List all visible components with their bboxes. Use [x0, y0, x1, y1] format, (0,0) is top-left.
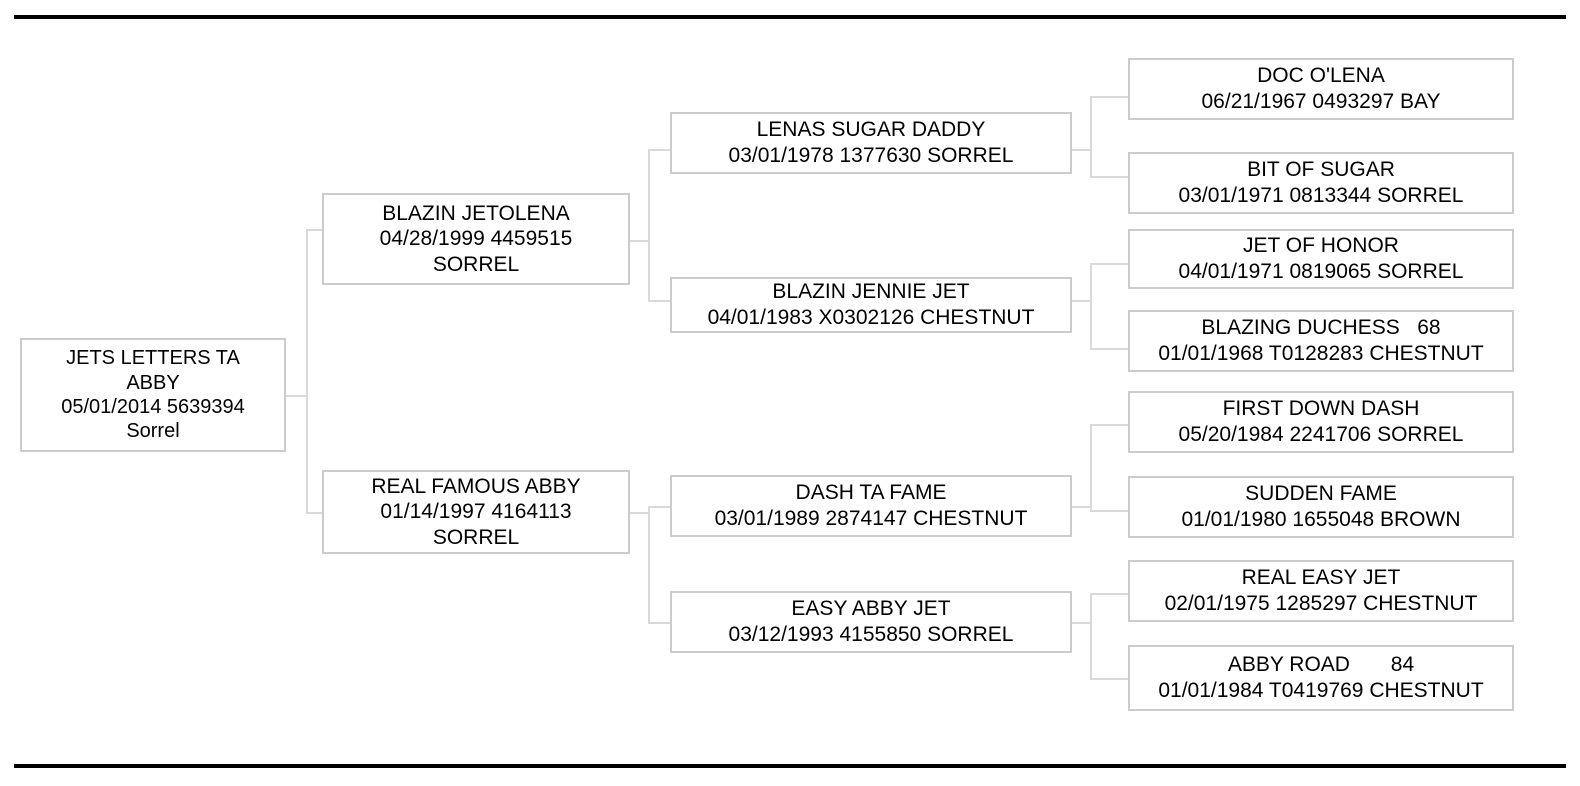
pedigree-node-g3-4[interactable]: BLAZING DUCHESS 68 01/01/1968 T0128283 C… — [1128, 310, 1514, 372]
node-name: LENAS SUGAR DADDY — [756, 118, 986, 142]
connector-g2a-to-dam — [1090, 176, 1128, 178]
connector-g1b-stem — [628, 512, 650, 514]
node-details: 01/01/1980 1655048 BROWN — [1181, 508, 1461, 531]
bottom-rule — [14, 764, 1566, 768]
connector-g2c-to-sire — [1090, 424, 1128, 426]
node-name: FIRST DOWN DASH — [1222, 397, 1420, 421]
node-details: 04/01/1983 X0302126 CHESTNUT — [707, 306, 1035, 329]
pedigree-node-sire-sire[interactable]: LENAS SUGAR DADDY 03/01/1978 1377630 SOR… — [670, 112, 1072, 174]
connector-subject-stem — [286, 395, 308, 397]
node-color: SORREL — [432, 252, 520, 276]
pedigree-node-g3-1[interactable]: DOC O'LENA 06/21/1967 0493297 BAY — [1128, 58, 1514, 120]
node-details: 05/01/2014 5639394 — [61, 396, 245, 418]
connector-g2c-bus — [1090, 425, 1092, 511]
node-name: REAL FAMOUS ABBY — [371, 474, 581, 498]
connector-g2d-to-sire — [1090, 593, 1128, 595]
pedigree-node-g3-8[interactable]: ABBY ROAD 84 01/01/1984 T0419769 CHESTNU… — [1128, 645, 1514, 711]
pedigree-node-subject[interactable]: JETS LETTERS TA ABBY 05/01/2014 5639394 … — [20, 338, 286, 452]
node-name: REAL EASY JET — [1241, 566, 1401, 590]
node-details: 04/28/1999 4459515 — [379, 227, 573, 251]
connector-g1a-to-dam — [648, 300, 672, 302]
node-details: 02/01/1975 1285297 CHESTNUT — [1164, 592, 1478, 615]
node-details: 01/01/1968 T0128283 CHESTNUT — [1158, 342, 1484, 365]
node-details: 03/01/1989 2874147 CHESTNUT — [714, 507, 1028, 530]
connector-g2a-bus — [1090, 97, 1092, 177]
pedigree-node-dam[interactable]: REAL FAMOUS ABBY 01/14/1997 4164113 SORR… — [322, 470, 630, 554]
connector-g2b-bus — [1090, 264, 1092, 349]
connector-subject-to-dam — [306, 512, 330, 514]
pedigree-node-g3-3[interactable]: JET OF HONOR 04/01/1971 0819065 SORREL — [1128, 229, 1514, 289]
node-details: 04/01/1971 0819065 SORREL — [1178, 260, 1464, 283]
connector-g2c-stem — [1070, 506, 1092, 508]
node-details: 03/01/1978 1377630 SORREL — [728, 144, 1014, 167]
pedigree-node-dam-dam[interactable]: EASY ABBY JET 03/12/1993 4155850 SORREL — [670, 591, 1072, 653]
connector-g2a-stem — [1070, 149, 1092, 151]
connector-g2b-stem — [1070, 300, 1092, 302]
pedigree-node-sire[interactable]: BLAZIN JETOLENA 04/28/1999 4459515 SORRE… — [322, 193, 630, 285]
node-name: BLAZIN JETOLENA — [382, 201, 570, 225]
pedigree-node-g3-5[interactable]: FIRST DOWN DASH 05/20/1984 2241706 SORRE… — [1128, 391, 1514, 453]
connector-g2b-to-sire — [1090, 263, 1128, 265]
connector-g2b-to-dam — [1090, 348, 1128, 350]
connector-subject-to-sire — [306, 229, 330, 231]
node-name: JETS LETTERS TA — [66, 347, 240, 370]
node-color: SORREL — [432, 525, 520, 549]
pedigree-node-sire-dam[interactable]: BLAZIN JENNIE JET 04/01/1983 X0302126 CH… — [670, 277, 1072, 333]
node-details: 01/14/1997 4164113 — [380, 500, 572, 524]
node-color: Sorrel — [126, 420, 180, 443]
node-details: 05/20/1984 2241706 SORREL — [1178, 423, 1464, 446]
node-name: ABBY ROAD 84 — [1227, 653, 1415, 677]
connector-g2d-stem — [1070, 622, 1092, 624]
node-details: 06/21/1967 0493297 BAY — [1201, 90, 1441, 113]
node-name: DASH TA FAME — [795, 481, 947, 505]
node-name: JET OF HONOR — [1243, 234, 1399, 258]
connector-g2c-to-dam — [1090, 510, 1128, 512]
top-rule — [14, 15, 1566, 19]
pedigree-node-g3-6[interactable]: SUDDEN FAME 01/01/1980 1655048 BROWN — [1128, 476, 1514, 538]
node-name: BLAZING DUCHESS 68 — [1201, 316, 1441, 340]
connector-g2d-bus — [1090, 594, 1092, 679]
pedigree-node-g3-2[interactable]: BIT OF SUGAR 03/01/1971 0813344 SORREL — [1128, 152, 1514, 214]
pedigree-node-dam-sire[interactable]: DASH TA FAME 03/01/1989 2874147 CHESTNUT — [670, 475, 1072, 537]
node-name: EASY ABBY JET — [791, 597, 951, 621]
connector-g2a-to-sire — [1090, 96, 1128, 98]
connector-g2d-to-dam — [1090, 678, 1128, 680]
node-name: BIT OF SUGAR — [1247, 158, 1395, 182]
pedigree-node-g3-7[interactable]: REAL EASY JET 02/01/1975 1285297 CHESTNU… — [1128, 560, 1514, 622]
node-details: 01/01/1984 T0419769 CHESTNUT — [1158, 679, 1484, 702]
connector-g1a-bus — [648, 150, 650, 302]
connector-g1a-stem — [628, 240, 650, 242]
connector-g1b-bus — [648, 507, 650, 623]
connector-g1a-to-sire — [648, 149, 672, 151]
node-name: SUDDEN FAME — [1245, 482, 1397, 506]
connector-subject-bus — [306, 230, 308, 513]
node-details: 03/12/1993 4155850 SORREL — [728, 623, 1014, 646]
node-name-continued: ABBY — [126, 371, 180, 394]
node-name: DOC O'LENA — [1257, 64, 1385, 88]
connector-g1b-to-sire — [648, 506, 672, 508]
node-name: BLAZIN JENNIE JET — [772, 280, 970, 304]
node-details: 03/01/1971 0813344 SORREL — [1178, 184, 1464, 207]
connector-g1b-to-dam — [648, 622, 672, 624]
